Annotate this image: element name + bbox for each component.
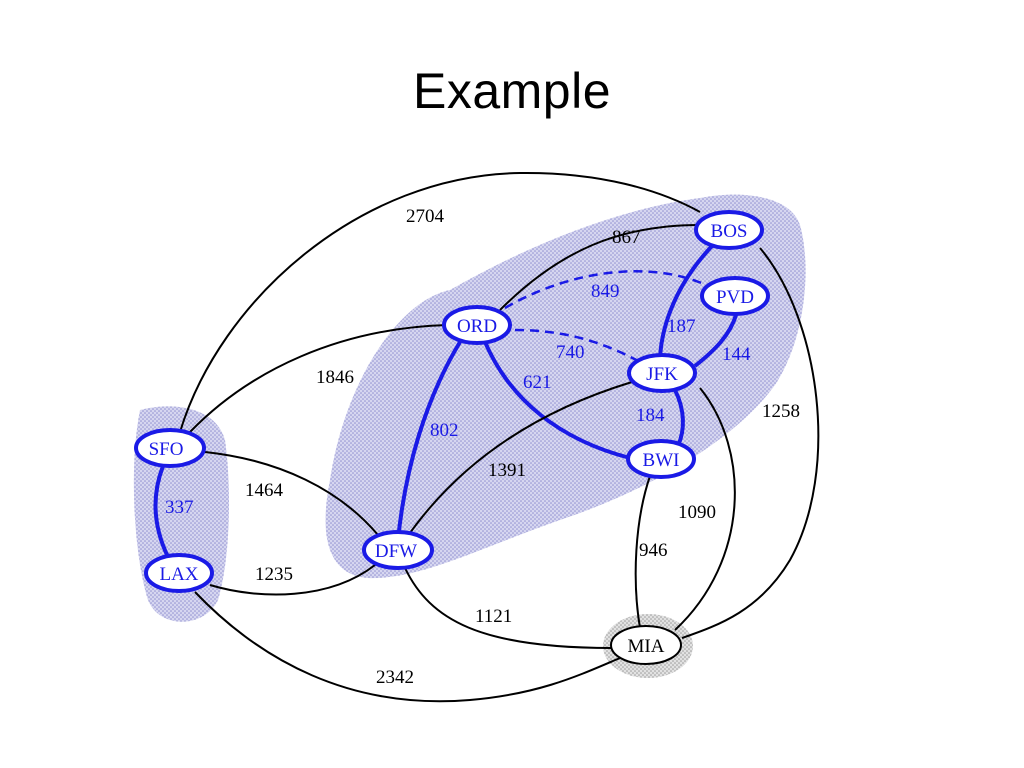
node-label-bwi: BWI bbox=[643, 450, 680, 471]
node-label-ord: ORD bbox=[457, 316, 497, 337]
edge-bwi-mia bbox=[634, 475, 651, 629]
edge-dfw-mia bbox=[404, 567, 613, 649]
node-jfk: JFK bbox=[627, 353, 697, 393]
node-label-dfw: DFW bbox=[375, 541, 417, 562]
edge-weight-bos-jfk: 187 bbox=[667, 316, 696, 337]
edge-weight-bos-mia: 1258 bbox=[762, 401, 800, 422]
edge-ord-pvd bbox=[504, 270, 707, 310]
edge-weight-lax-dfw: 1235 bbox=[255, 564, 293, 585]
edge-jfk-bwi bbox=[673, 389, 685, 447]
edge-weight-jfk-mia: 1090 bbox=[678, 502, 716, 523]
edge-ord-dfw bbox=[396, 340, 462, 541]
edge-ord-jfk bbox=[514, 328, 641, 364]
edge-sfo-ord bbox=[189, 324, 449, 433]
edge-weight-jfk-bwi: 184 bbox=[636, 405, 665, 426]
node-sfo: SFO bbox=[134, 428, 206, 468]
edge-weight-sfo-lax: 337 bbox=[165, 497, 194, 518]
edge-weight-pvd-jfk: 144 bbox=[722, 344, 751, 365]
node-dfw: DFW bbox=[362, 530, 434, 570]
edge-ord-bos bbox=[499, 224, 701, 311]
node-label-bos: BOS bbox=[711, 221, 748, 242]
edge-weight-ord-jfk: 740 bbox=[556, 342, 585, 363]
edge-weight-ord-pvd: 849 bbox=[591, 281, 620, 302]
edge-weight-ord-bwi: 621 bbox=[523, 372, 552, 393]
edge-weight-ord-bos: 867 bbox=[612, 227, 641, 248]
node-ord: ORD bbox=[442, 305, 512, 345]
edge-weight-sfo-dfw: 1464 bbox=[245, 480, 284, 501]
edge-weight-dfw-mia: 1121 bbox=[475, 606, 512, 627]
node-pvd: PVD bbox=[700, 276, 770, 316]
node-lax: LAX bbox=[144, 553, 214, 593]
edge-sfo-lax bbox=[153, 465, 170, 558]
page-title: Example bbox=[412, 63, 612, 119]
edge-bos-jfk bbox=[658, 244, 714, 359]
edge-weight-lax-mia: 2342 bbox=[376, 667, 414, 688]
node-label-lax: LAX bbox=[159, 564, 198, 585]
node-label-sfo: SFO bbox=[149, 439, 184, 460]
edge-pvd-jfk bbox=[693, 314, 738, 368]
region-east-cluster bbox=[325, 194, 806, 579]
node-label-jfk: JFK bbox=[646, 364, 678, 385]
edge-lax-dfw bbox=[209, 564, 376, 596]
edge-jfk-mia bbox=[674, 387, 736, 631]
edge-dfw-jfk bbox=[404, 381, 633, 541]
edge-weight-ord-dfw: 802 bbox=[430, 420, 459, 441]
edge-weight-sfo-ord: 1846 bbox=[316, 367, 354, 388]
node-mia: MIA bbox=[610, 625, 682, 665]
edge-weight-bwi-mia: 946 bbox=[639, 540, 668, 561]
edge-sfo-bos bbox=[179, 171, 701, 433]
edge-lax-mia bbox=[194, 591, 621, 703]
node-bos: BOS bbox=[694, 210, 764, 250]
node-bwi: BWI bbox=[626, 439, 696, 479]
edge-weight-dfw-jfk: 1391 bbox=[488, 460, 526, 481]
edge-weight-sfo-bos: 2704 bbox=[406, 206, 445, 227]
edge-ord-bwi bbox=[483, 341, 631, 460]
edge-sfo-dfw bbox=[204, 451, 379, 536]
edge-bos-mia bbox=[681, 247, 820, 639]
node-label-pvd: PVD bbox=[716, 287, 754, 308]
node-label-mia: MIA bbox=[628, 636, 665, 657]
